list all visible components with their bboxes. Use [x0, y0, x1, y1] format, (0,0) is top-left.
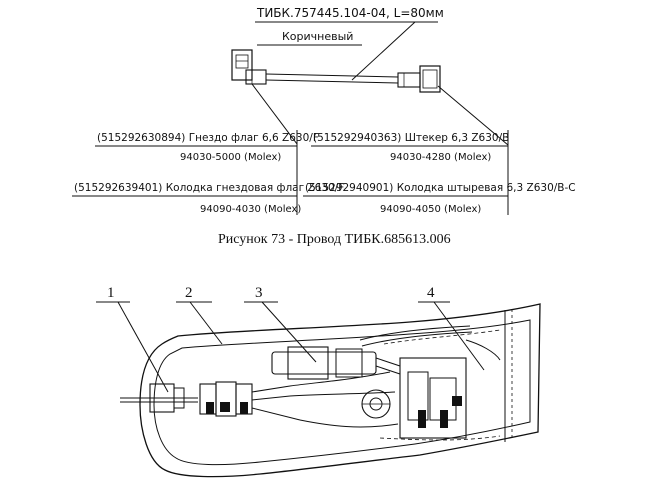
right-assembly — [399, 339, 501, 439]
callout-3-number: 3 — [255, 285, 263, 301]
center-nut — [361, 389, 391, 419]
right-part-1-ref: 94030-4280 (Molex) — [390, 152, 491, 163]
connector-blocks — [199, 381, 301, 421]
callout-4-number: 4 — [427, 285, 435, 301]
wire-drawing: ТИБК.757445.104-04, L=80мм Коричневый (5… — [72, 6, 576, 215]
female-flag-connector — [231, 49, 267, 85]
left-part-1-ref: 94030-5000 (Molex) — [180, 152, 281, 163]
housing-inner-outline — [153, 319, 531, 466]
right-part-1-code: (515292940363) Штекер 6,3 Z630/B — [313, 132, 509, 144]
left-part-2-ref: 94090-4030 (Molex) — [200, 204, 301, 215]
assembly-drawing: 1 2 3 4 — [96, 285, 541, 478]
designation-leader — [351, 21, 416, 81]
left-part-1-code: (515292630894) Гнездо флаг 6,6 Z630/F — [97, 132, 319, 144]
wire-line-top — [265, 73, 399, 78]
wire-designation: ТИБК.757445.104-04, L=80мм — [256, 6, 444, 20]
cable-path-dashed — [383, 329, 501, 345]
callout-1-number: 1 — [107, 285, 115, 301]
callout-3-leader — [261, 301, 317, 363]
wire-line-bottom — [265, 79, 399, 84]
right-part-2-ref: 94090-4050 (Molex) — [380, 204, 481, 215]
callout-2-leader — [189, 301, 223, 345]
right-leader — [437, 85, 509, 146]
terminal-plug — [120, 383, 198, 413]
left-leader — [251, 83, 298, 145]
wire-color-label: Коричневый — [282, 30, 353, 43]
right-part-2-code: (515292940901) Колодка штыревая 6,3 Z630… — [305, 182, 576, 194]
figure-caption: Рисунок 73 - Провод ТИБК.685613.006 — [218, 232, 451, 247]
component-body — [271, 346, 401, 380]
housing-outline — [139, 303, 541, 478]
male-connector — [397, 65, 441, 93]
left-part-2-code: (515292639401) Колодка гнездовая флаг Z6… — [74, 182, 344, 194]
callout-1-leader — [117, 301, 169, 393]
callout-4-leader — [433, 301, 485, 371]
callout-2-number: 2 — [185, 285, 193, 301]
